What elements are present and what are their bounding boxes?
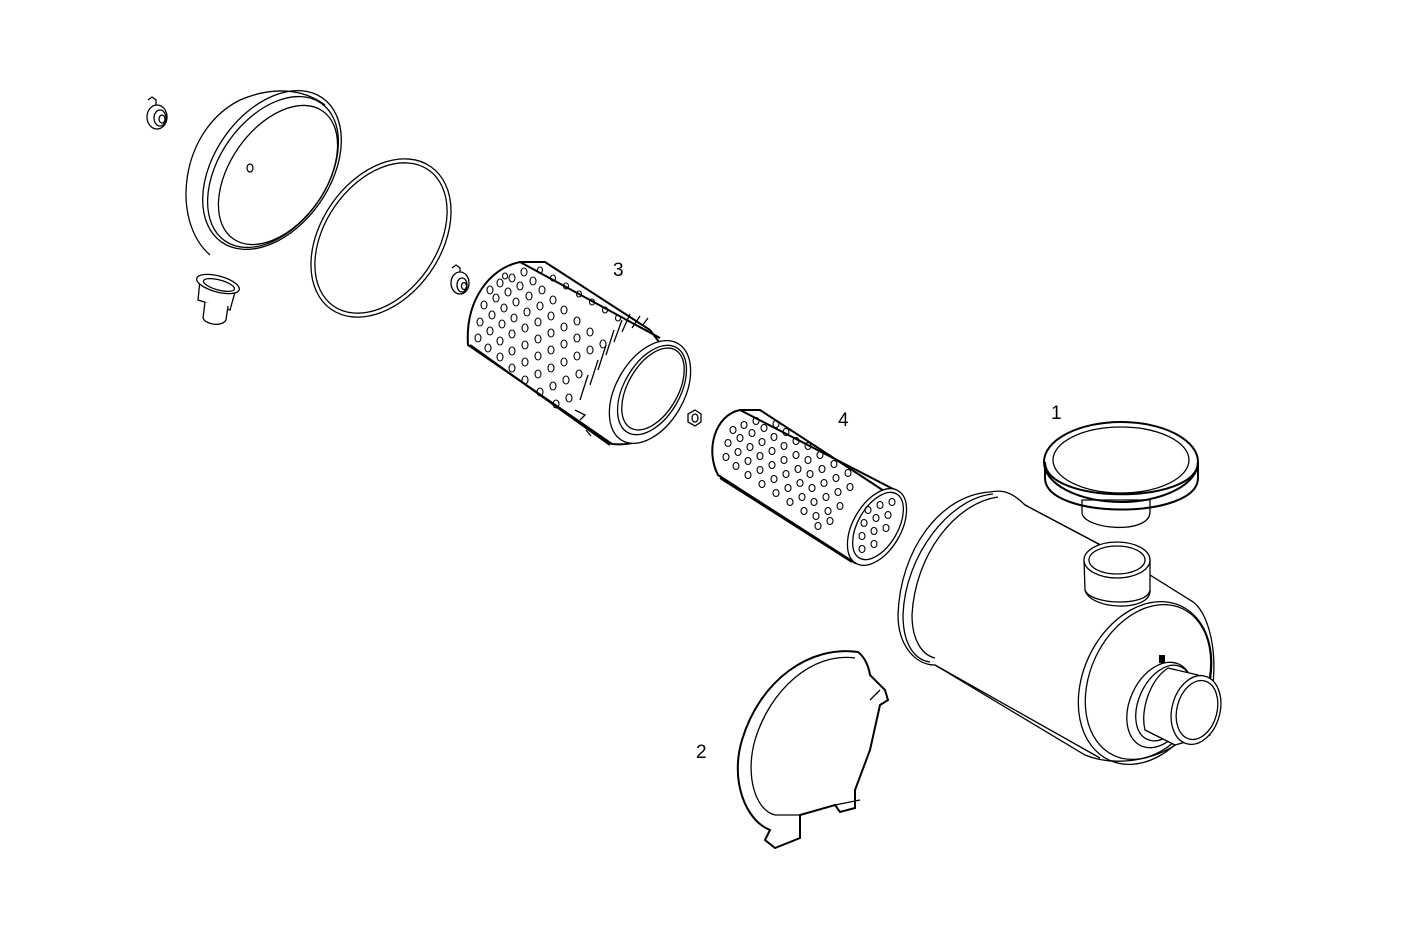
wing-nut-inner-icon (450, 264, 470, 295)
wing-nut-outer-icon (146, 96, 168, 130)
end-cover-icon (185, 89, 342, 256)
mounting-bracket-icon (736, 650, 890, 850)
callout-2: 2 (696, 742, 707, 763)
filter-housing-icon (897, 490, 1222, 766)
rain-cap-icon (1043, 421, 1199, 529)
primary-filter-element-icon (466, 261, 692, 446)
gasket-ring-icon (310, 158, 452, 318)
hex-nut-icon (687, 409, 702, 427)
callout-3: 3 (613, 260, 624, 281)
callout-1: 1 (1051, 403, 1062, 424)
safety-filter-element-icon (711, 409, 908, 566)
dust-valve-icon (195, 273, 241, 325)
callout-4: 4 (838, 410, 849, 431)
